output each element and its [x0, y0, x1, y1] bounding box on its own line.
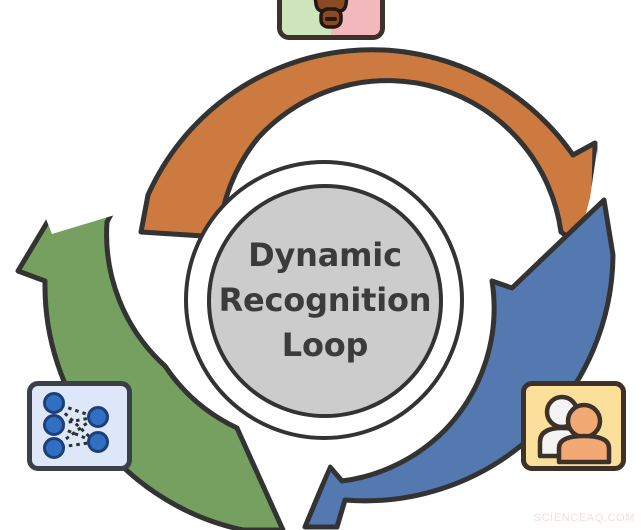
- users-icon: [521, 381, 626, 471]
- users-glyph: [537, 394, 612, 465]
- neural-network-icon: [27, 381, 132, 471]
- arc-blue-to-green-gap: [285, 457, 330, 530]
- arc-blue-segment: [302, 197, 616, 530]
- neural-network-glyph: [43, 392, 109, 459]
- arc-green-to-orange-gap: [44, 191, 128, 234]
- watermark: SCIENCEAQ.COM: [533, 512, 635, 524]
- arc-green-segment: [15, 196, 286, 530]
- center-grey-disc: [207, 184, 443, 418]
- cow-head-icon: [277, 0, 385, 40]
- cow-head-glyph: [313, 0, 349, 29]
- arc-orange-segment: [138, 47, 598, 251]
